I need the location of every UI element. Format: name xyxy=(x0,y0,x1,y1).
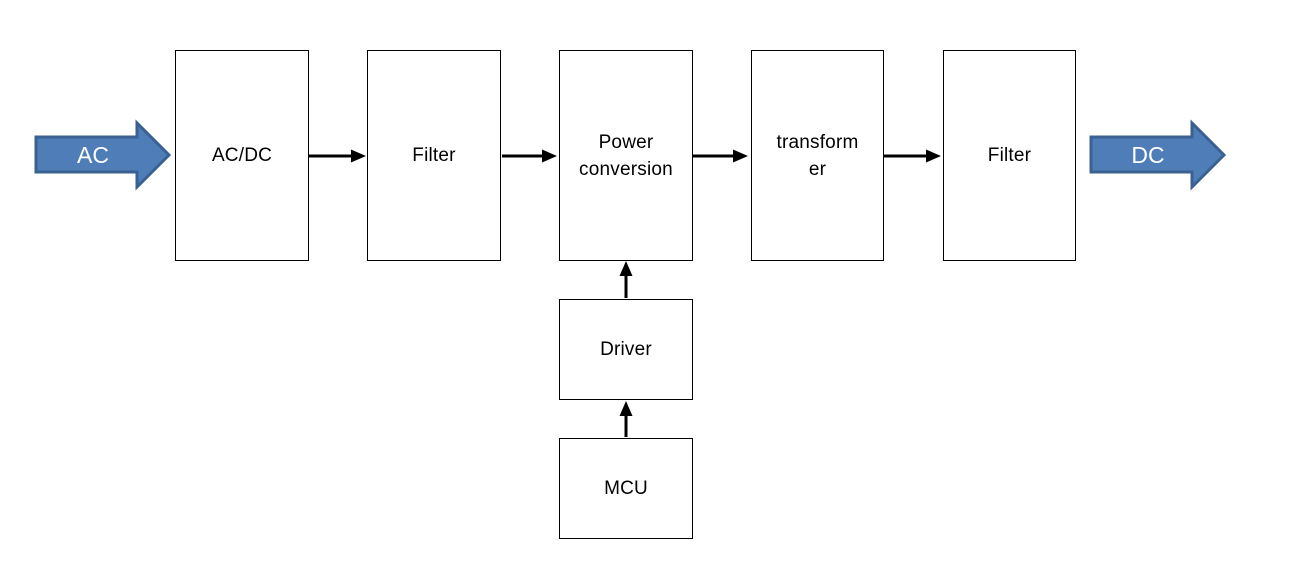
connector-mcu-to-driver xyxy=(619,401,633,437)
block-filter-output: Filter xyxy=(943,50,1076,261)
connector-filter1-to-power xyxy=(502,149,557,163)
block-filter-input: Filter xyxy=(367,50,501,261)
block-ac-dc: AC/DC xyxy=(175,50,309,261)
ac-arrow-label: AC xyxy=(77,142,109,168)
block-transformer: transform er xyxy=(751,50,884,261)
ac-arrow-shape xyxy=(34,119,172,191)
connector-transformer-to-filter2 xyxy=(884,149,941,163)
dc-arrow-label: DC xyxy=(1131,142,1164,168)
block-filter-input-label: Filter xyxy=(412,145,456,166)
block-power-conversion: Power conversion xyxy=(559,50,693,261)
block-power-conversion-label: Power conversion xyxy=(579,129,673,183)
block-ac-dc-label: AC/DC xyxy=(211,145,273,166)
block-mcu-label: MCU xyxy=(604,478,648,499)
dc-arrow-shape xyxy=(1089,119,1227,191)
connector-acdc-to-filter1 xyxy=(309,149,366,163)
connector-driver-to-power xyxy=(619,261,633,298)
block-mcu: MCU xyxy=(559,438,693,539)
dc-output-arrow: DC xyxy=(1089,119,1227,191)
label-line: Power xyxy=(598,131,654,153)
block-filter-output-label: Filter xyxy=(987,145,1032,166)
ac-input-arrow: AC xyxy=(34,119,172,191)
label-line: er xyxy=(808,158,827,180)
label-line: conversion xyxy=(579,158,673,180)
block-driver-label: Driver xyxy=(600,339,652,360)
block-driver: Driver xyxy=(559,299,693,400)
connector-power-to-transformer xyxy=(692,149,748,163)
block-transformer-label: transform er xyxy=(776,129,858,183)
label-line: transform xyxy=(776,131,859,153)
